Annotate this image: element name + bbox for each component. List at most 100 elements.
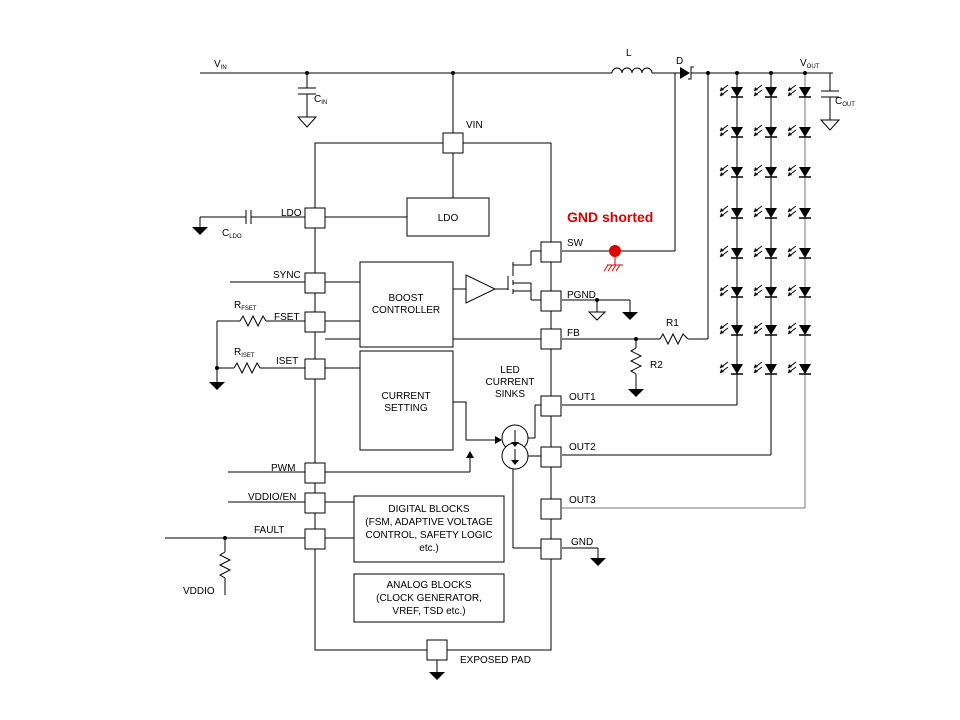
out-wires [562, 404, 805, 509]
ic-outline-left [314, 142, 443, 651]
pin-vddio-en [304, 492, 326, 514]
pin-sync [304, 272, 326, 294]
led-emission-arrowhead [754, 132, 758, 136]
led-emission-arrowhead [754, 330, 758, 334]
r1-label: R1 [666, 318, 679, 329]
pin-label-fset: FSET [274, 312, 300, 323]
led-emission-arrowhead [788, 248, 792, 252]
led-icon [731, 248, 743, 258]
pin-vin [442, 132, 464, 154]
led-emission-arrowhead [754, 253, 758, 257]
led-icon [765, 287, 777, 297]
led-emission-arrowhead [788, 208, 792, 212]
led-emission-arrowhead [788, 292, 792, 296]
led-emission-arrowhead [720, 369, 724, 373]
digital-blocks-block [353, 495, 505, 563]
led-emission-arrowhead [754, 167, 758, 171]
pin-label-fb: FB [567, 328, 580, 339]
led-emission-arrowhead [754, 248, 758, 252]
led-emission-arrowhead [720, 132, 724, 136]
led-emission-arrowhead [754, 208, 758, 212]
pin-out2 [540, 446, 562, 468]
pin-pwm [304, 462, 326, 484]
junction-dot [735, 71, 739, 75]
pin-label-fault: FAULT [254, 525, 284, 536]
led-emission-arrowhead [720, 87, 724, 91]
current-setting-block [359, 350, 454, 451]
ldo-block-label: LDO [438, 213, 459, 224]
cin-capacitor [296, 73, 318, 128]
pin-label-vin: VIN [466, 120, 483, 131]
vddio-label: VDDIO [183, 586, 215, 597]
pin-iset [304, 358, 326, 380]
internal-wiring [325, 153, 548, 549]
pin-fb [540, 328, 562, 350]
pin-gnd [540, 538, 562, 560]
pin-label-sync: SYNC [273, 270, 301, 281]
fault-pullup [165, 536, 305, 595]
led-emission-arrowhead [788, 213, 792, 217]
led-icon [731, 325, 743, 335]
sinks-label-line2: CURRENT [486, 377, 535, 388]
digital-label-line2: (FSM, ADAPTIVE VOLTAGE [365, 517, 493, 528]
led-icon [799, 87, 811, 97]
vin-label: VIN [214, 59, 227, 71]
cldo-label: CLDO [222, 228, 242, 240]
pin-label-out2: OUT2 [569, 442, 596, 453]
pin-fset [304, 311, 326, 333]
pin-out3 [540, 498, 562, 520]
led-emission-arrowhead [720, 253, 724, 257]
led-icon [765, 87, 777, 97]
sinks-label-line3: SINKS [495, 389, 525, 400]
led-emission-arrowhead [788, 330, 792, 334]
led-emission-arrowhead [754, 292, 758, 296]
led-icon [765, 208, 777, 218]
gnd-pin-ground [562, 547, 606, 566]
led-emission-arrowhead [788, 132, 792, 136]
led-emission-arrowhead [788, 127, 792, 131]
led-emission-arrowhead [720, 325, 724, 329]
led-emission-arrowhead [788, 172, 792, 176]
pin-label-exposed-pad: EXPOSED PAD [460, 655, 531, 666]
analog-label-line1: ANALOG BLOCKS [386, 580, 471, 591]
digital-label-line1: DIGITAL BLOCKS [388, 504, 469, 515]
rfset-riset-network [209, 314, 305, 390]
pin-label-ldo: LDO [281, 208, 302, 219]
led-icon [765, 364, 777, 374]
gnd-shorted-annotation: GND shorted [567, 209, 653, 225]
led-emission-arrowhead [788, 369, 792, 373]
led-emission-arrowhead [720, 330, 724, 334]
led-icon [765, 167, 777, 177]
current-setting-label-line2: SETTING [384, 403, 428, 414]
current-setting-label-line1: CURRENT [382, 391, 431, 402]
led-icon [799, 127, 811, 137]
led-emission-arrowhead [754, 213, 758, 217]
led-emission-arrowhead [720, 364, 724, 368]
led-icon [799, 325, 811, 335]
led-emission-arrowhead [754, 325, 758, 329]
led-icon [799, 248, 811, 258]
pin-exposed-pad [426, 639, 448, 661]
exposed-pad-ground [429, 660, 445, 680]
sinks-label-line1: LED [500, 365, 519, 376]
pin-label-pwm: PWM [271, 463, 295, 474]
diode [680, 66, 705, 80]
led-emission-arrowhead [788, 253, 792, 257]
analog-label-line2: (CLOCK GENERATOR, [376, 593, 482, 604]
led-emission-arrowhead [720, 292, 724, 296]
rfset-label: RFSET [234, 300, 257, 312]
led-icon [731, 127, 743, 137]
pin-out1 [540, 395, 562, 417]
digital-label-line4: etc.) [419, 543, 438, 554]
ldo-block [406, 197, 490, 237]
junction-dot [769, 71, 773, 75]
led-emission-arrowhead [788, 92, 792, 96]
pin-label-sw: SW [567, 238, 584, 249]
pin-pgnd [540, 290, 562, 312]
led-emission-arrowhead [720, 172, 724, 176]
boost-controller-block [359, 261, 454, 348]
pgnd-ground [562, 298, 638, 321]
pin-label-out1: OUT1 [569, 392, 596, 403]
